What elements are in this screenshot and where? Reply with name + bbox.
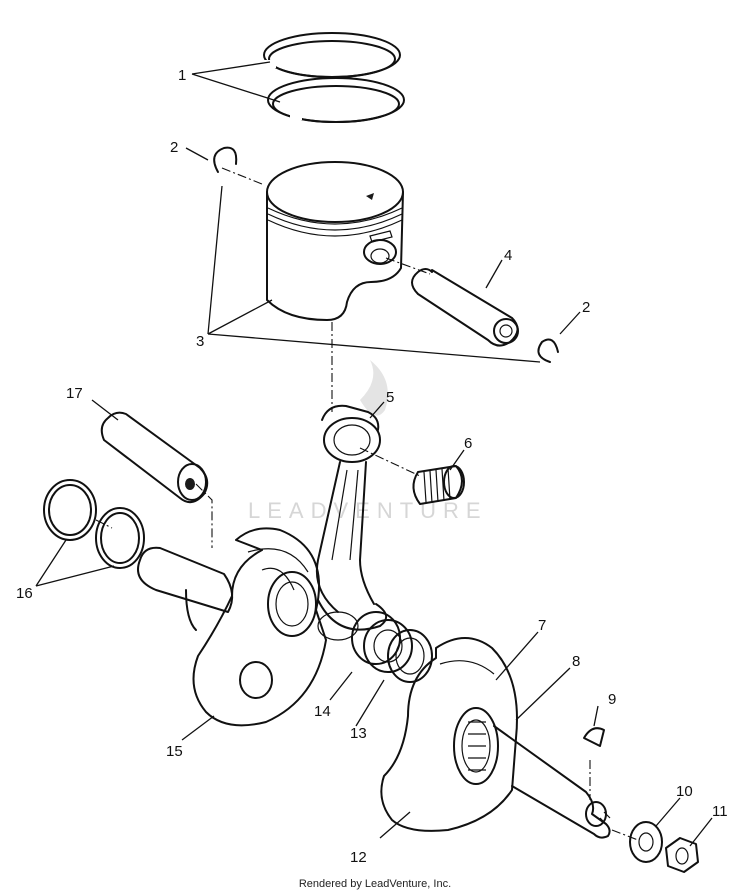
callout-2-left: 2: [170, 139, 178, 156]
callout-14: 14: [314, 703, 331, 720]
woodruff-key[interactable]: [583, 727, 605, 747]
callout-4: 4: [504, 247, 512, 264]
callout-10: 10: [676, 783, 693, 800]
piston[interactable]: [266, 161, 404, 321]
hex-nut[interactable]: [665, 837, 699, 873]
callout-13: 13: [350, 725, 367, 742]
flat-washer[interactable]: [629, 821, 663, 863]
callout-1: 1: [178, 67, 186, 84]
callout-11: 11: [712, 803, 728, 820]
callout-15: 15: [166, 743, 183, 760]
piston-rings[interactable]: [263, 32, 405, 123]
callout-6: 6: [464, 435, 472, 452]
callout-12: 12: [350, 849, 367, 866]
assembly-centerlines: [95, 167, 639, 841]
crankshaft-half-mag[interactable]: [380, 637, 611, 839]
callout-9: 9: [608, 691, 616, 708]
crank-pin[interactable]: [100, 411, 209, 504]
circlip-left[interactable]: [213, 146, 238, 173]
callout-8: 8: [572, 653, 580, 670]
callout-7: 7: [538, 617, 546, 634]
circlip-right[interactable]: [537, 338, 559, 363]
callout-leaders: [35, 61, 713, 847]
callout-labels: 1 2 2 3 4 5 6 7 8 9 10 11 12 13 14 15 16…: [16, 67, 728, 866]
crankshaft-half-pto[interactable]: [137, 527, 327, 727]
wrist-pin[interactable]: [411, 268, 519, 347]
render-credit: Rendered by LeadVenture, Inc.: [298, 878, 452, 890]
svg-text:LEADVENTURE: LEADVENTURE: [248, 498, 488, 523]
thrust-washers[interactable]: [43, 479, 145, 569]
callout-17: 17: [66, 385, 83, 402]
callout-16: 16: [16, 585, 33, 602]
main-bearing[interactable]: [351, 611, 413, 673]
needle-bearing[interactable]: [412, 465, 465, 505]
callout-3: 3: [196, 333, 204, 350]
callout-5: 5: [386, 389, 394, 406]
callout-2-right: 2: [582, 299, 590, 316]
crank-seal[interactable]: [387, 629, 433, 683]
